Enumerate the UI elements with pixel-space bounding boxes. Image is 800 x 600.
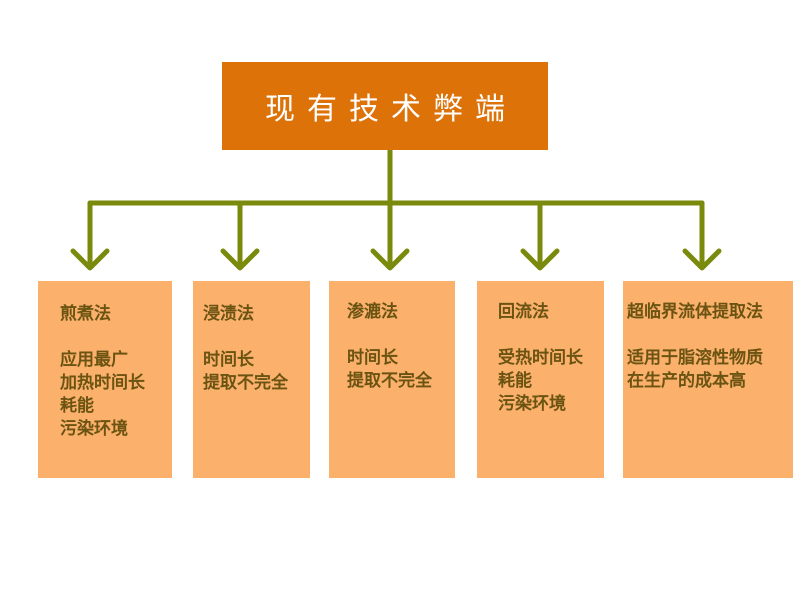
method-drawback: 时间长 [347, 348, 398, 368]
arrowhead-2 [220, 248, 260, 271]
method-drawback: 污染环境 [498, 394, 566, 414]
root-title: 现有技术弊端 [265, 92, 517, 127]
arrowhead-3 [370, 248, 410, 271]
method-node-percolation: 渗漉法 时间长 提取不完全 [329, 281, 455, 478]
method-title: 回流法 [498, 302, 549, 322]
method-title: 超临界流体提取法 [627, 302, 763, 322]
method-drawback: 加热时间长 [60, 373, 145, 393]
method-drawback: 提取不完全 [203, 373, 288, 393]
method-drawback: 时间长 [203, 350, 254, 370]
method-drawback: 在生产的成本高 [627, 371, 746, 391]
method-node-maceration: 浸渍法 时间长 提取不完全 [193, 281, 310, 478]
method-node-decoction: 煎煮法 应用最广 加热时间长 耗能 污染环境 [38, 281, 172, 478]
method-drawback: 耗能 [498, 371, 532, 391]
method-node-reflux: 回流法 受热时间长 耗能 污染环境 [477, 281, 604, 478]
root-node: 现有技术弊端 [222, 62, 548, 150]
arrowhead-1 [70, 248, 110, 271]
method-title: 渗漉法 [347, 302, 398, 322]
method-node-supercritical: 超临界流体提取法 适用于脂溶性物质 在生产的成本高 [623, 281, 793, 478]
method-drawback: 适用于脂溶性物质 [627, 348, 763, 368]
arrowhead-5 [682, 248, 722, 271]
method-drawback: 污染环境 [60, 419, 128, 439]
method-title: 浸渍法 [203, 304, 254, 324]
method-title: 煎煮法 [60, 304, 111, 324]
method-drawback: 提取不完全 [347, 371, 432, 391]
method-drawback: 应用最广 [60, 350, 128, 370]
method-drawback: 受热时间长 [498, 348, 583, 368]
method-drawback: 耗能 [60, 396, 94, 416]
arrowhead-4 [520, 248, 560, 271]
